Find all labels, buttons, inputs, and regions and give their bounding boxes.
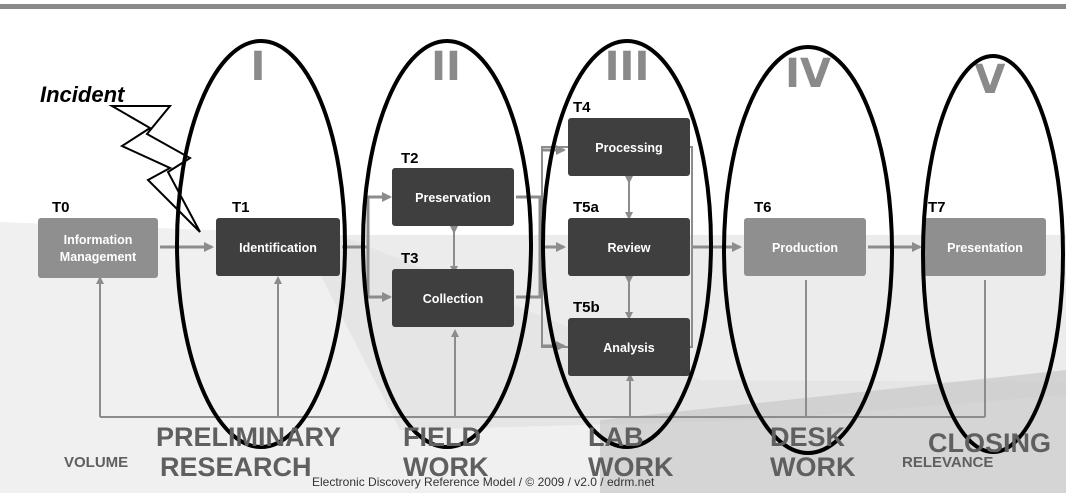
label-closing: CLOSING [928,428,1051,458]
tag-t4: T4 [573,99,591,116]
box-information-management [38,218,158,278]
box-presentation-label: Presentation [947,241,1023,255]
label-preliminary: PRELIMINARY [156,422,341,452]
label-lab: LAB [588,422,644,452]
label-field: FIELD [403,422,481,452]
box-collection [392,269,514,327]
label-desk-work: WORK [770,452,856,482]
tag-t0: T0 [52,199,70,216]
box-identification-label: Identification [239,241,317,255]
phase-roman-v: V [975,57,1006,103]
arrow-preservation-out [516,195,542,247]
box-production-label: Production [772,241,838,255]
incident-label: Incident [40,82,126,107]
phase-ellipse-ii [361,39,533,449]
box-presentation [924,218,1046,276]
tag-t5a: T5a [573,199,600,216]
tag-t6: T6 [754,199,772,216]
phase-ellipse-v [921,54,1065,454]
box-collection-label: Collection [423,292,483,306]
phase-ellipse-iii [541,39,713,449]
box-review [568,218,690,276]
box-analysis-label: Analysis [603,341,654,355]
lightning-bolt-icon [108,105,201,233]
box-processing-label: Processing [595,141,662,155]
box-analysis [568,318,690,376]
phase-ellipse-i [175,39,347,449]
tag-t5b: T5b [573,299,600,316]
phase-ellipse-iv [722,45,894,455]
phase-roman-i: I [251,44,266,90]
footer-credit: Electronic Discovery Reference Model / ©… [312,475,655,489]
label-relevance: RELEVANCE [902,454,993,471]
box-review-label: Review [607,241,650,255]
tag-t3: T3 [401,250,419,267]
box-information-management-line2: Management [60,250,137,264]
arrow-to-preservation [342,192,392,249]
box-processing [568,118,690,176]
tag-t7: T7 [928,199,946,216]
tag-t1: T1 [232,199,250,216]
box-preservation-label: Preservation [415,191,491,205]
arrow-collection-out [516,247,542,299]
box-identification [216,218,340,276]
phase-roman-iii: III [605,44,650,90]
phase-roman-iv: IV [785,51,831,97]
label-desk: DESK [770,422,846,452]
box-information-management-line1: Information [64,233,133,247]
box-preservation [392,168,514,226]
background-wedge-dark [600,370,1066,493]
top-rule [0,4,1066,9]
box-production [744,218,866,276]
label-field-work: WORK [403,452,489,482]
label-lab-work: WORK [588,452,674,482]
arrow-to-collection [366,247,392,302]
label-research: RESEARCH [160,452,312,482]
tag-t2: T2 [401,150,419,167]
label-volume: VOLUME [64,454,128,471]
phase-roman-ii: II [431,44,461,90]
